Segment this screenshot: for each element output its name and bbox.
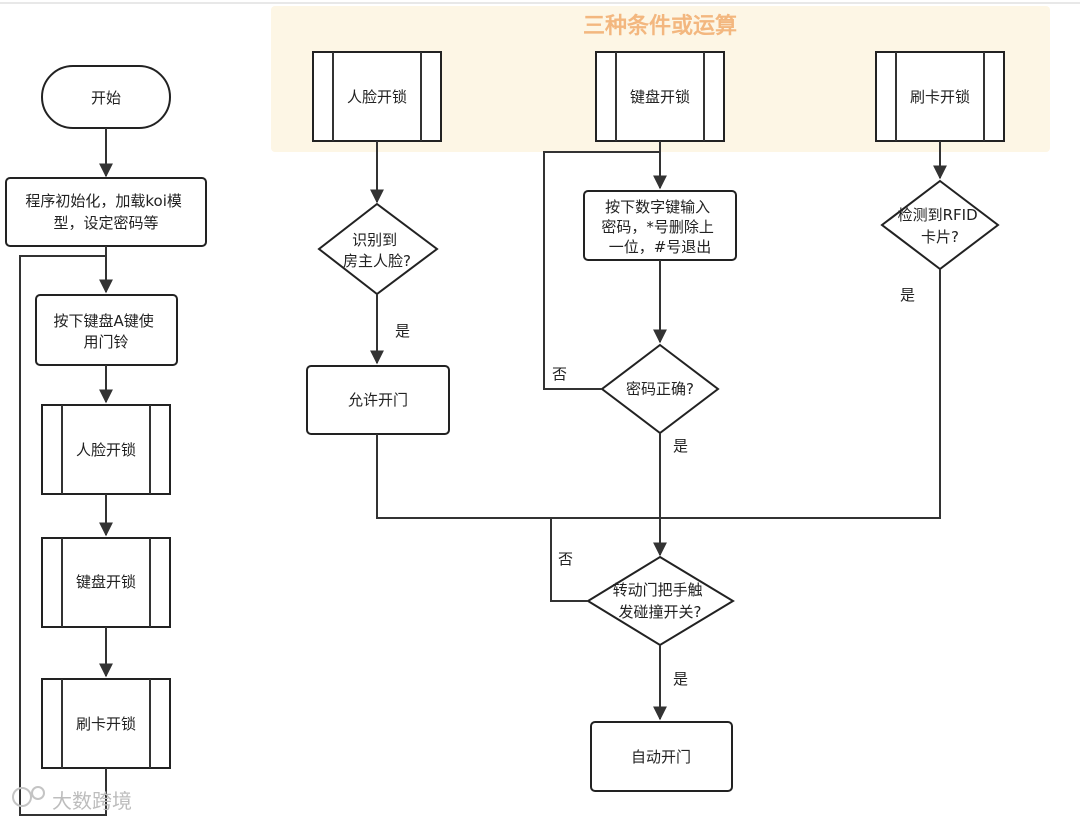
edge-pwd-no-loop	[543, 151, 660, 390]
rfid-check-label-line-2: 卡片?	[921, 228, 959, 246]
edge-rfid-yes-to-merge	[660, 269, 941, 519]
doorbell-label-line-1: 按下键盘A键使	[53, 312, 153, 330]
keypad-input-label: 按下数字键输入 密码，*号删除上 一位，#号退出	[601, 198, 718, 256]
face-check-label-line-1: 识别到	[352, 231, 397, 249]
keypad-input-label-line-2: 密码，*号删除上	[601, 218, 714, 236]
doorbell-node	[35, 294, 178, 366]
left-keypad-label: 键盘开锁	[76, 573, 136, 591]
handle-yes-label: 是	[673, 670, 688, 688]
doorbell-label-line-2: 用门铃	[83, 333, 128, 351]
handle-check-label-line-1: 转动门把手触	[613, 581, 703, 599]
handle-check-label-line-2: 发碰撞开关?	[619, 603, 702, 621]
group-title: 三种条件或运算	[583, 13, 737, 39]
top-keypad-subprocess	[595, 51, 725, 142]
pwd-no-label: 否	[552, 365, 567, 383]
face-check-label: 识别到 房主人脸?	[343, 231, 411, 270]
rfid-check-decision	[880, 179, 1000, 271]
rfid-check-label: 检测到RFID 卡片?	[898, 206, 983, 246]
rfid-yes-label: 是	[900, 286, 915, 304]
auto-open-label: 自动开门	[631, 748, 691, 766]
edge-allow-to-merge	[376, 434, 660, 519]
pwd-yes-label: 是	[673, 437, 688, 455]
handle-check-label: 转动门把手触 发碰撞开关?	[613, 581, 708, 621]
doorbell-label: 按下键盘A键使 用门铃	[53, 312, 158, 351]
left-card-label: 刷卡开锁	[76, 715, 136, 733]
start-label: 开始	[91, 89, 121, 107]
top-card-subprocess	[875, 51, 1005, 142]
face-check-decision	[317, 202, 439, 296]
watermark-logo-icon	[12, 786, 45, 807]
watermark-circle-small	[31, 786, 45, 800]
face-yes-label: 是	[395, 322, 410, 340]
rfid-check-label-line-1: 检测到RFID	[898, 206, 978, 224]
top-face-subprocess	[312, 51, 442, 142]
top-face-label: 人脸开锁	[347, 88, 407, 106]
handle-no-label: 否	[558, 550, 573, 568]
top-keypad-label: 键盘开锁	[630, 88, 690, 106]
allow-open-label: 允许开门	[348, 391, 408, 409]
left-card-subprocess	[41, 678, 171, 769]
init-label-line-1: 程序初始化，加载koi模	[25, 192, 182, 210]
edge-loop-back	[19, 255, 107, 816]
init-label-line-2: 型，设定密码等	[53, 214, 158, 232]
watermark-circle-large	[12, 787, 32, 807]
init-label: 程序初始化，加载koi模 型，设定密码等	[25, 192, 186, 232]
face-check-label-line-2: 房主人脸?	[343, 252, 411, 270]
auto-open-node	[590, 721, 733, 792]
left-keypad-subprocess	[41, 537, 171, 628]
keypad-input-label-line-1: 按下数字键输入	[605, 198, 710, 216]
top-card-label: 刷卡开锁	[910, 88, 970, 106]
init-node	[5, 177, 207, 247]
edge-handle-no-loop	[550, 517, 660, 602]
left-face-subprocess	[41, 404, 171, 495]
pwd-check-label: 密码正确?	[626, 380, 694, 398]
left-face-label: 人脸开锁	[76, 441, 136, 459]
handle-check-decision	[586, 555, 735, 647]
watermark-text: 大数跨境	[52, 789, 132, 813]
keypad-input-label-line-3: 一位，#号退出	[609, 238, 712, 256]
